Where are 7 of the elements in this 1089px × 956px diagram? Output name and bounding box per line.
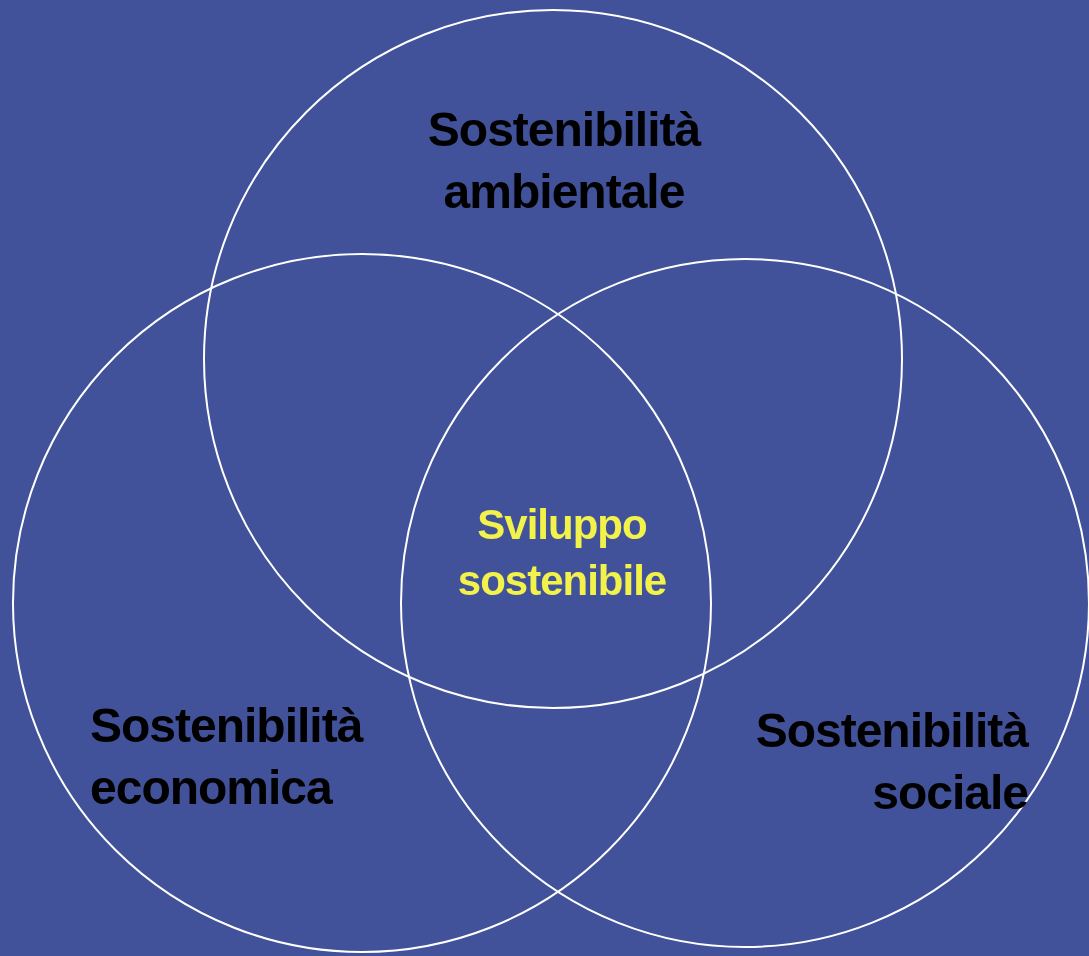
circle-label: Sostenibilità sociale — [754, 703, 1028, 821]
venn-circle — [12, 253, 712, 953]
circle-label: Sostenibilità ambientale — [426, 102, 702, 220]
venn-circle — [400, 258, 1089, 948]
center-label: Sviluppo sostenibile — [456, 500, 668, 606]
circle-label: Sostenibilità economica — [90, 698, 365, 816]
venn-circle — [203, 9, 903, 709]
